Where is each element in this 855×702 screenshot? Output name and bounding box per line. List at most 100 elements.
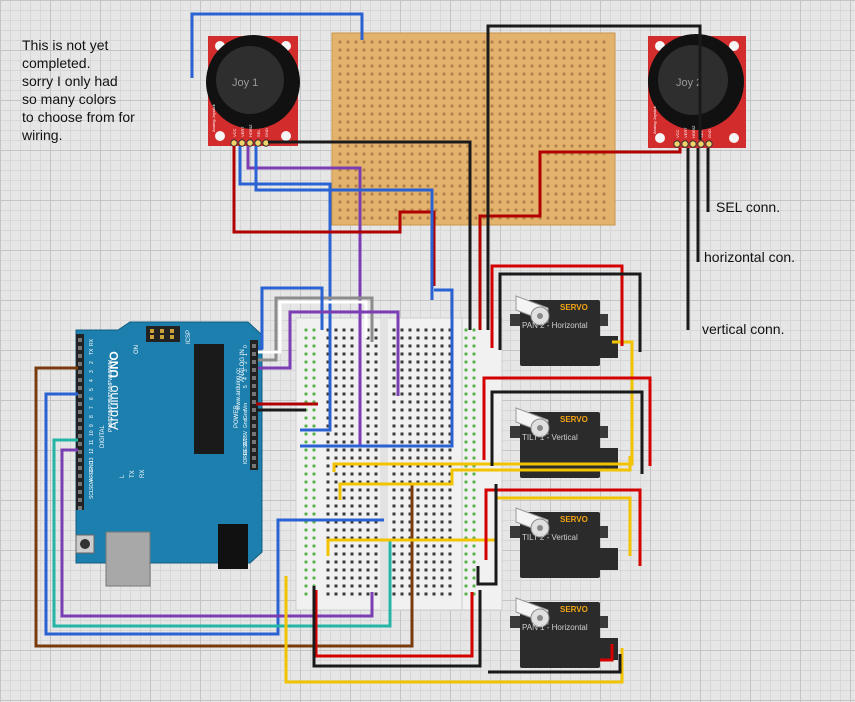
joystick-1-label: Joy 1	[232, 77, 258, 89]
arduino-pin-label: PWM	[108, 360, 114, 372]
arduino-pin-label: Vin	[243, 403, 249, 410]
wire-joy2-gnd	[486, 24, 702, 330]
arduino-pin-label: 9	[89, 424, 95, 427]
arduino-pin-label: TX	[89, 348, 95, 355]
wire-servo2-gnd	[490, 390, 644, 474]
arduino-site: www.arduino.cc	[236, 368, 242, 411]
joystick-pin-label: VCC	[232, 128, 237, 137]
joystick-1-board-label: Analog Joystick	[211, 104, 216, 132]
wire-servo4-red	[600, 644, 614, 662]
horizontal-connection-label: horizontal con.	[704, 249, 796, 265]
wire-servo4-vcc	[314, 590, 474, 658]
arduino-pin-label: 1	[243, 353, 249, 356]
power-analog-header	[250, 340, 258, 470]
arduino-pin-label: 11	[89, 440, 95, 445]
arduino-pin-label: 3V3	[243, 437, 249, 446]
arduino-pin-label: 3	[89, 370, 95, 373]
arduino-pin-label: 12	[89, 448, 95, 454]
wire-joy1-vert	[246, 146, 362, 446]
wire-d-teal	[52, 438, 392, 628]
arduino-pin-label: RESET	[243, 438, 249, 455]
wire-servo4-gnd	[312, 586, 482, 668]
arduino-pin-label: RX	[140, 470, 146, 478]
wire-d-purple	[60, 448, 374, 618]
arduino-pin-label: PWM	[108, 384, 114, 396]
wire-servo4-signal	[284, 576, 624, 684]
arduino-pin-label: 3	[243, 369, 249, 372]
joystick-pin-label: HORIZ	[248, 124, 253, 137]
arduino-pin-label: SCL	[89, 489, 95, 499]
arduino-pin-label: 2	[89, 361, 95, 364]
servo-2: SERVO TILT 1 - Vertical	[510, 407, 618, 478]
arduino-pin-label: 2	[243, 361, 249, 364]
wire-joy1-gnd	[268, 140, 472, 330]
icsp-label: ICSP	[186, 330, 192, 344]
joystick-pin-label: GND	[264, 128, 269, 137]
perfboard	[331, 32, 616, 226]
arduino-pin-label: 13	[89, 457, 95, 463]
joystick-2-label: Joy 2	[676, 77, 702, 89]
joystick-pin-label: VERT	[683, 127, 688, 138]
wire-a3	[258, 310, 400, 396]
arduino-pin-label: 5	[243, 385, 249, 388]
note-line: sorry I only had	[22, 73, 118, 89]
arduino-pin-label: 5V	[243, 430, 249, 437]
arduino-pin-label: PWM	[108, 396, 114, 408]
wire-joy1-loop	[190, 12, 364, 78]
sel-connection-label: SEL conn.	[716, 199, 781, 215]
wire-servo4-ret	[488, 654, 622, 674]
arduino-pin-label: 5	[89, 388, 95, 391]
wire-a1	[258, 300, 368, 354]
wire-joy2-vcc	[478, 148, 682, 330]
servo-label: TILT 1 - Vertical	[522, 433, 578, 442]
wire-servo1-gnd	[498, 272, 642, 352]
servo-brand: SERVO	[560, 415, 588, 424]
joystick-pin-label: GND	[707, 129, 712, 138]
arduino-uno-board: Arduino UNO www.arduino.cc ICSP ON DIGIT…	[75, 321, 263, 587]
servo-brand: SERVO	[560, 605, 588, 614]
servo-brand: SERVO	[560, 303, 588, 312]
arduino-pin-label: 8	[89, 415, 95, 418]
joystick-pin-label: VERT	[240, 126, 245, 137]
arduino-pin-label: AREF	[89, 468, 95, 481]
arduino-pin-label: SDA	[89, 479, 95, 490]
wire-servo1-vcc	[490, 264, 624, 348]
wire-servo2-signal	[338, 456, 632, 500]
arduino-pin-label: PWM	[108, 372, 114, 384]
arduino-pin-label: Gnd	[243, 409, 249, 419]
joystick-pin-label: HORIZ	[691, 125, 696, 138]
arduino-pin-label: 4	[89, 379, 95, 382]
note-line: so many colors	[22, 91, 117, 107]
arduino-pin-label: Gnd	[243, 418, 249, 428]
wire-servo1-signal	[332, 340, 634, 472]
note-text: This is not yet completed. sorry I only ha…	[22, 36, 135, 144]
arduino-pin-label: L	[120, 474, 126, 478]
on-label: ON	[134, 345, 140, 354]
note-line: This is not yet	[22, 37, 109, 53]
arduino-pin-label: 6	[89, 397, 95, 400]
note-line: wiring.	[22, 127, 63, 143]
arduino-pin-label: PWM	[108, 420, 114, 432]
arduino-name: Arduino	[106, 385, 121, 430]
wire-servo3-vcc	[484, 488, 642, 566]
arduino-model: UNO	[107, 351, 121, 378]
arduino-pin-label: TX	[130, 470, 136, 478]
wire-bb-blue	[300, 288, 454, 448]
wire-joy1-sel	[254, 146, 434, 300]
wire-servo2-vcc	[482, 376, 652, 466]
arduino-pin-label: GND	[89, 461, 95, 473]
arduino-pin-label: 4	[243, 377, 249, 380]
note-line: to choose from for	[22, 109, 135, 125]
arduino-pin-label: PWM	[108, 408, 114, 420]
wire-joy1-vcc	[232, 146, 436, 286]
usb-port	[105, 531, 151, 587]
arduino-pin-label: RX	[89, 338, 95, 346]
note-line: completed.	[22, 55, 91, 71]
joystick-pin-label: VCC	[675, 129, 680, 138]
wire-a2	[258, 286, 324, 350]
servo-brand: SERVO	[560, 515, 588, 524]
